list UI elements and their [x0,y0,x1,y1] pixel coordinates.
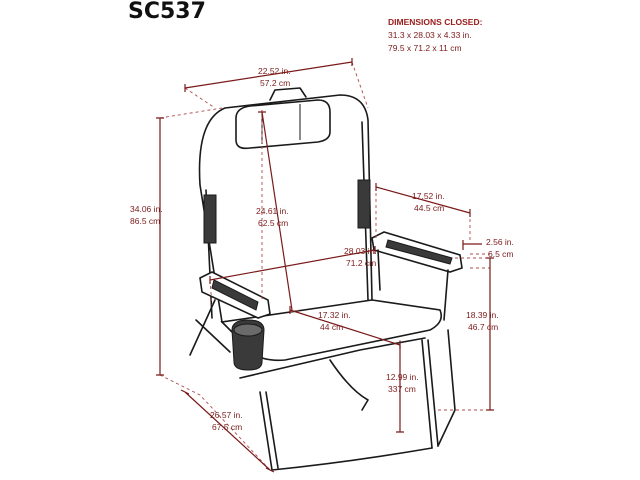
seat-front-bar [239,337,426,379]
headrest-pillow [235,99,331,150]
arm-height-in: 18.39 in. [466,310,499,320]
inner-width-in: 28.03 in. [344,246,377,256]
seat-height-in: 12.99 in. [386,372,419,382]
dim-line-back-height [258,111,293,311]
side-brace [195,319,231,353]
total-height-in: 34.06 in. [130,204,163,214]
front-leg-right-inner [427,339,439,447]
dim-line-total-height [156,117,164,376]
arm-height-cm: 46.7 cm [468,322,498,332]
back-height-in: 24.61 in. [256,206,289,216]
dim-line-base-depth [180,389,275,473]
guide-lines [159,61,491,471]
dim-line-top-width [184,58,353,92]
arm-width-in: 2.56 in. [486,237,514,247]
arm-depth-in: 17.52 in. [412,191,445,201]
total-height-cm: 86.5 cm [130,216,160,226]
dim-line-inner-width [209,246,376,284]
guide-top-right [351,61,369,109]
inner-width-cm: 71.2 cm [346,258,376,268]
base-depth-in: 26.57 in. [210,410,243,420]
model-title: SC537 [128,0,206,24]
dimensions-closed-title: DIMENSIONS CLOSED: [388,17,483,27]
armrest-right-pad [385,239,453,265]
front-leg-right [421,339,433,449]
dim-line-arm-width [462,240,482,250]
pouch-strap [329,359,369,411]
backpack-strap-right [357,179,371,229]
bottom-bar [271,447,433,471]
dim-line-arm-height [486,257,494,411]
seat-depth-in: 17.32 in. [318,310,351,320]
seat-height-cm: 337 cm [388,384,416,394]
armrest-left-pad [211,279,259,311]
beach-chair-illustration [189,87,463,471]
top-width-cm: 57.2 cm [260,78,290,88]
seat-depth-cm: 44 cm [320,322,343,332]
base-depth-cm: 67.5 cm [212,422,242,432]
carry-handle [269,87,307,101]
arm-width-cm: 6.5 cm [488,249,514,259]
dimensions-closed-cm: 79.5 x 71.2 x 11 cm [388,43,462,53]
dim-line-seat-height [396,345,404,433]
dimensions-closed-inches: 31.3 x 28.03 x 4.33 in. [388,30,472,40]
guide-seat-depth [289,309,301,313]
guide-top-height [159,107,223,119]
top-width-in: 22.52 in. [258,66,291,76]
guide-top-left [184,87,216,109]
backpack-strap-left [203,194,217,244]
guide-inner-width-left [209,279,213,306]
front-leg-left-inner [265,391,279,469]
front-leg-left [259,391,273,471]
dimension-lines [156,58,494,473]
dimension-labels: 22.52 in. 57.2 cm 34.06 in. 86.5 cm 24.6… [130,66,514,432]
arm-depth-cm: 44.5 cm [414,203,444,213]
back-height-cm: 62.5 cm [258,218,288,228]
dim-line-arm-depth [375,183,471,217]
cup-holder-rim [233,323,263,337]
armrest-right-supports [377,249,449,321]
guide-bottom-left [159,374,271,471]
rear-frame-right [437,329,456,447]
